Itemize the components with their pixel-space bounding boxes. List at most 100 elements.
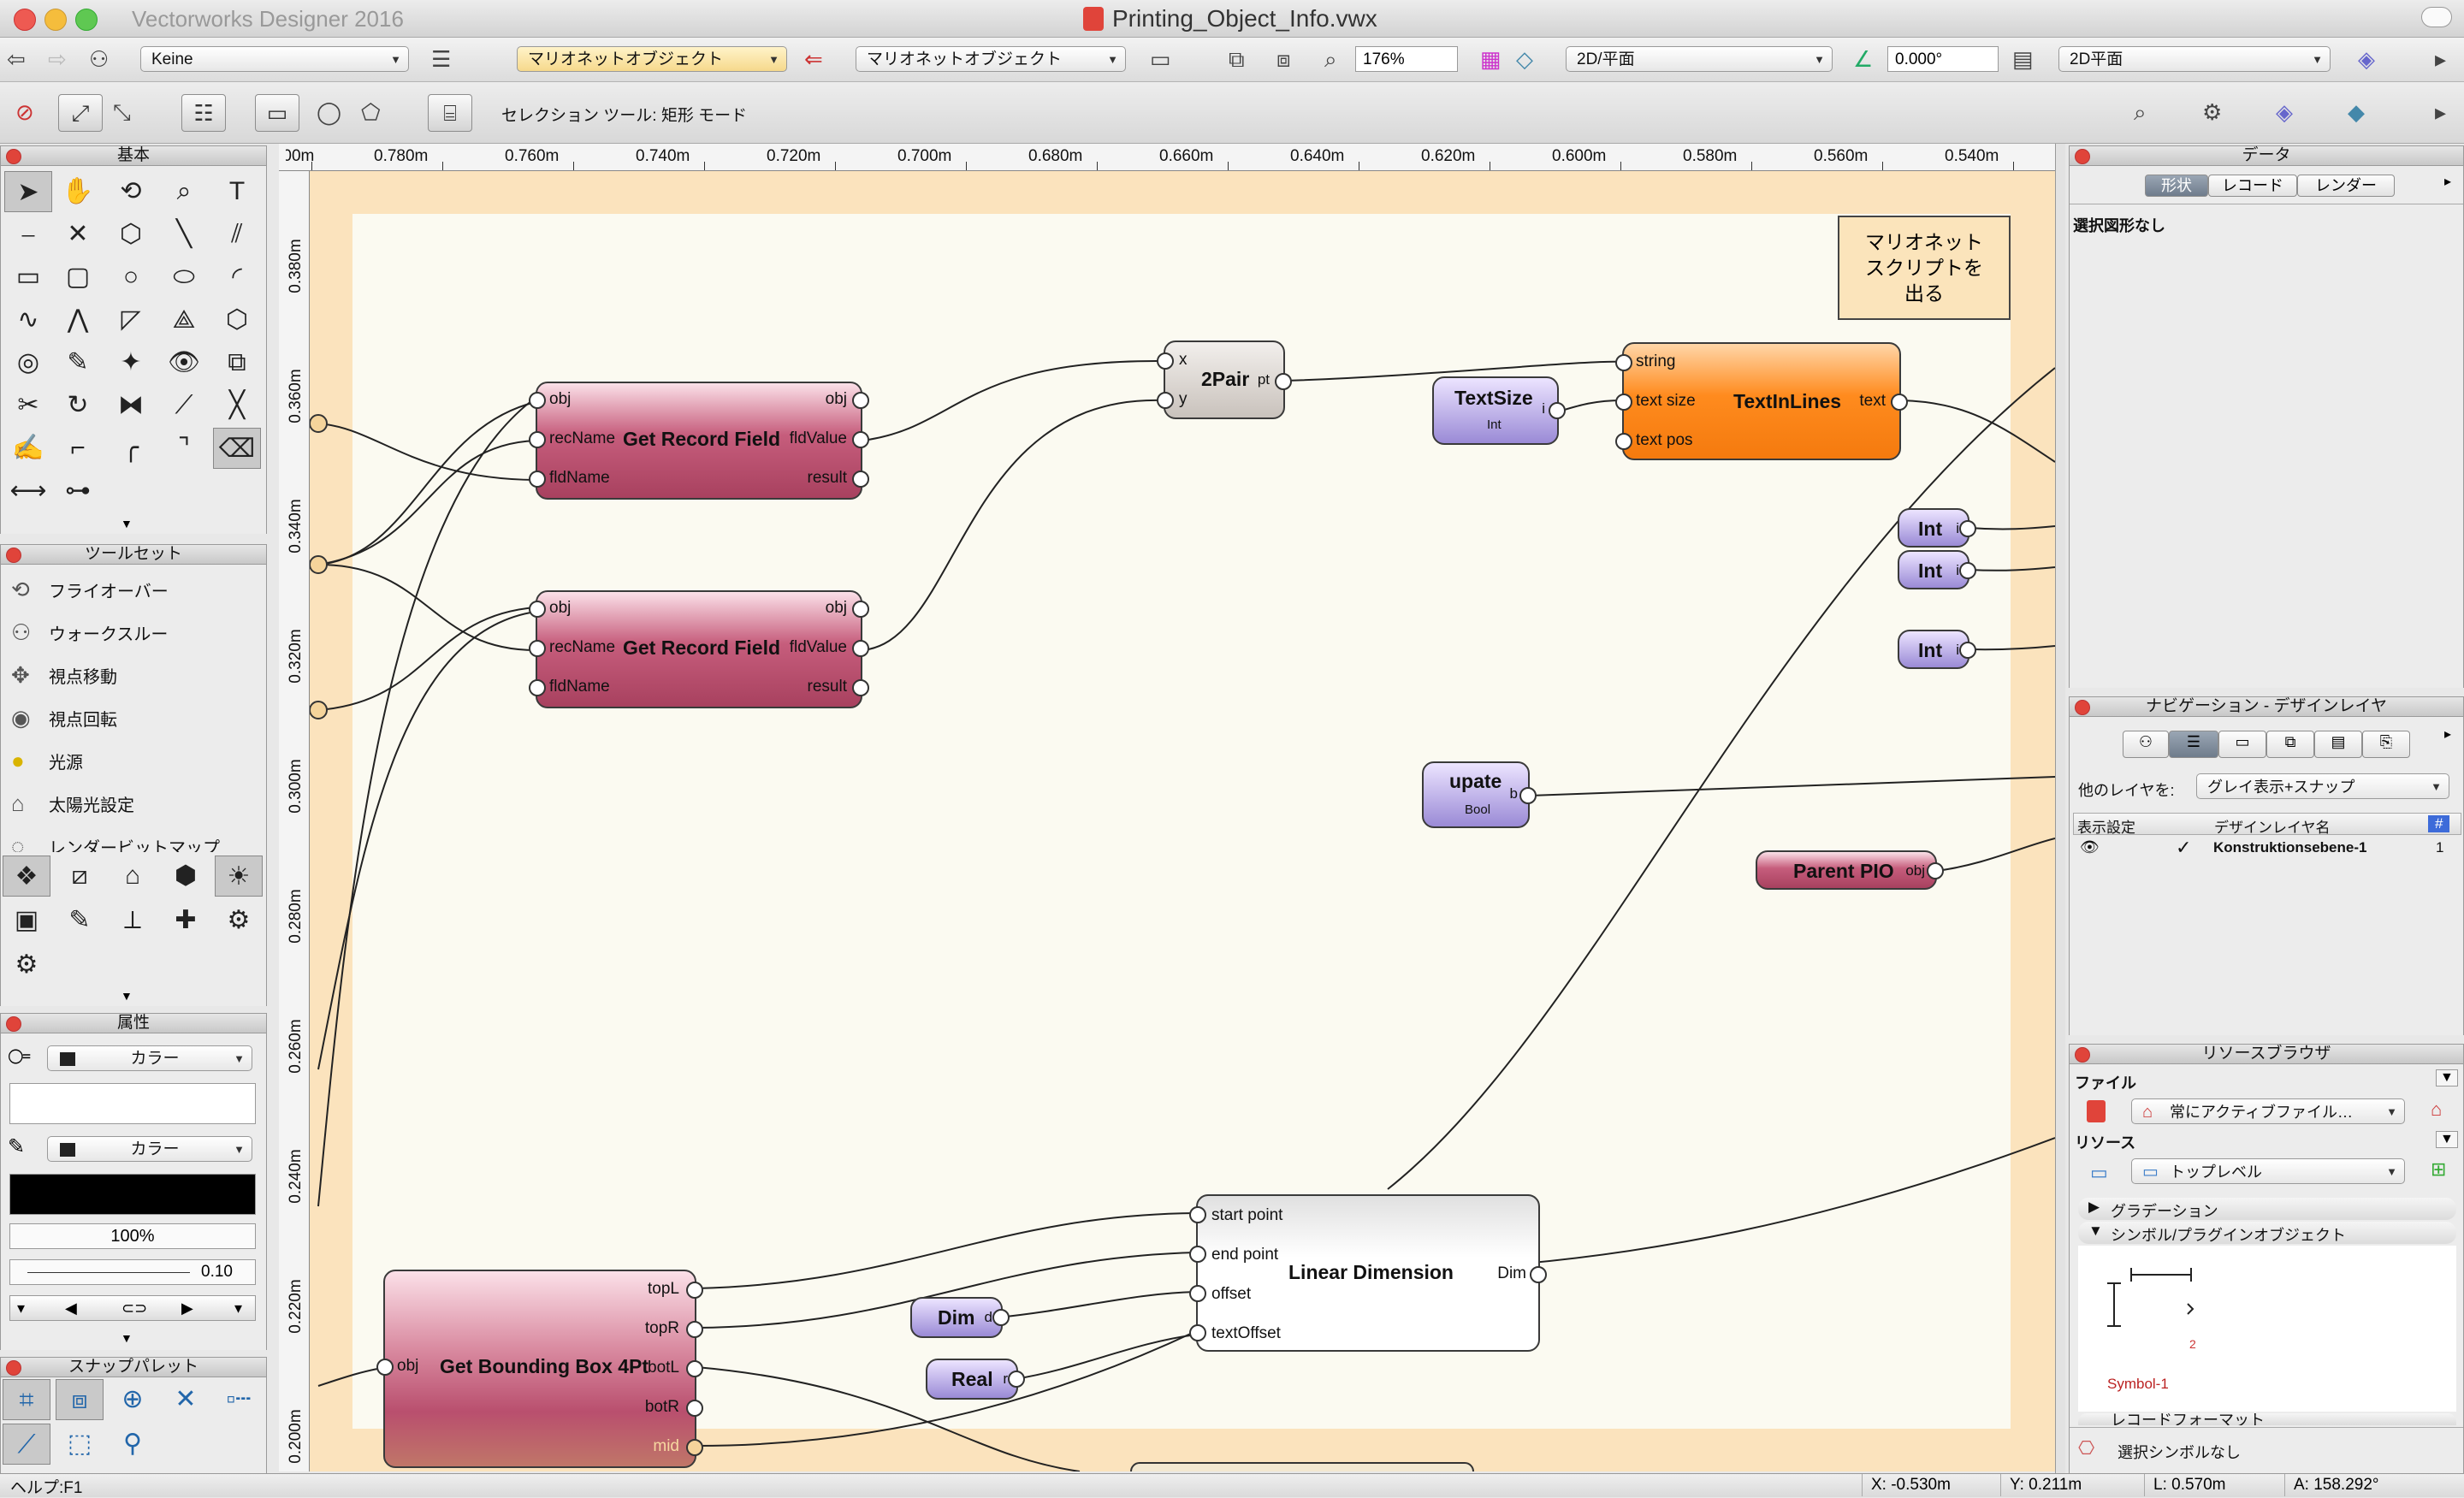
flyover-tool-icon[interactable]: ⟲ <box>120 177 142 205</box>
pen-color-preview[interactable] <box>9 1174 256 1215</box>
fill-color-preview[interactable] <box>9 1083 256 1124</box>
align-mode-button[interactable]: ☷ <box>181 94 226 132</box>
new-folder-icon[interactable]: ⊞ <box>2431 1158 2447 1180</box>
double-polygon-tool-icon[interactable]: ⟁ <box>172 305 196 334</box>
fullscreen-icon[interactable] <box>2421 7 2452 27</box>
forward-arrow-icon[interactable]: ⇨ <box>48 46 67 72</box>
real-node[interactable]: Real r <box>926 1359 1025 1400</box>
disclosure-down-icon[interactable]: ▼ <box>2088 1223 2103 1239</box>
toolset-item[interactable]: ●光源 <box>11 741 83 780</box>
snap-object-icon[interactable]: ⧈ <box>56 1379 104 1420</box>
gear-icon[interactable]: ⚙ <box>2202 99 2223 125</box>
arrowhead-controls[interactable]: ▾ ◀ ⊂⊃ ▶ ▾ <box>9 1295 256 1321</box>
upate-bool-node[interactable]: upate Bool b <box>1422 761 1537 828</box>
attribute-mapping-tool-icon[interactable]: ✦ <box>120 348 142 376</box>
fill-style-dropdown[interactable]: カラー <box>47 1045 252 1072</box>
class-dropdown[interactable]: Keine <box>140 46 409 73</box>
input-port[interactable] <box>1189 1206 1206 1223</box>
double-line-tool-icon[interactable]: ⫽ <box>231 220 243 248</box>
plane-icon[interactable]: ◇ <box>1516 46 1533 72</box>
angle-field[interactable]: 0.000° <box>1887 46 1999 72</box>
get-bounding-box-node[interactable]: obj Get Bounding Box 4Pt topL topR botL … <box>376 1270 703 1468</box>
parent-pio-node[interactable]: Parent PIO obj <box>1756 850 1944 890</box>
zoom-window-button[interactable] <box>75 9 98 31</box>
toolset-item[interactable]: ⟲フライオーバー <box>11 570 169 609</box>
folder-gradient-row[interactable]: ▶ グラデーション <box>2078 1198 2456 1220</box>
expand-palette-icon[interactable]: ▼ <box>121 517 133 530</box>
rectangle-tool-icon[interactable]: ▭ <box>15 263 41 291</box>
line-weight-control[interactable]: 0.10 <box>9 1259 256 1285</box>
angle-icon[interactable]: ∠ <box>1853 46 1874 72</box>
clip-tool-icon[interactable]: ⧉ <box>228 348 246 376</box>
snap-angle-icon[interactable]: ⊕ <box>121 1385 144 1413</box>
input-port[interactable] <box>529 679 546 696</box>
output-port[interactable] <box>1959 642 1976 659</box>
toolset-item[interactable]: ◉視点回転 <box>11 698 117 737</box>
data-palette-header[interactable]: データ <box>2069 145 2464 166</box>
attributes-palette-header[interactable]: 属性 <box>0 1013 267 1033</box>
close-icon[interactable] <box>6 548 21 563</box>
tab-classes-icon[interactable]: ⚇ <box>2123 731 2169 758</box>
trim-tool-icon[interactable]: ✂ <box>17 391 39 419</box>
toolset-item[interactable]: ◌レンダービットマップ <box>11 826 220 852</box>
linear-dimension-node[interactable]: start point end point offset textOffset … <box>1189 1194 1547 1352</box>
more-arrow-icon[interactable]: ▸ <box>2435 46 2447 72</box>
tab-design-layers-icon[interactable]: ☰ <box>2169 731 2218 758</box>
output-port[interactable] <box>852 601 869 618</box>
multi-select-icon[interactable]: ⤡ <box>113 99 131 125</box>
rounded-rectangle-tool-icon[interactable]: ▢ <box>65 263 91 291</box>
home-button-icon[interactable]: ⌂ <box>2431 1098 2443 1120</box>
input-port[interactable] <box>529 471 546 488</box>
oval-tool-icon[interactable]: ⬭ <box>173 263 195 291</box>
textsize-int-node[interactable]: TextSize Int i <box>1432 376 1566 445</box>
output-port[interactable] <box>852 431 869 448</box>
render-dropdown[interactable]: 2D平面 <box>2058 46 2331 73</box>
polygon-tool-icon[interactable]: ◸ <box>121 305 141 334</box>
cloud-icon[interactable]: ◆ <box>2348 99 2365 125</box>
input-port[interactable] <box>1189 1324 1206 1341</box>
output-port[interactable] <box>852 471 869 488</box>
nav-menu-icon[interactable]: ▸ <box>2444 727 2452 742</box>
output-port[interactable] <box>1530 1266 1547 1283</box>
close-icon[interactable] <box>2075 149 2090 164</box>
output-port[interactable] <box>686 1360 703 1377</box>
callout-tool-icon[interactable]: ⎯ <box>21 220 35 248</box>
file-menu-icon[interactable]: ▼ <box>2436 1069 2458 1086</box>
int-node[interactable]: Int i <box>1898 630 1976 669</box>
polygon-selection-icon[interactable]: ⬠ <box>361 99 381 125</box>
eyedropper-tool-icon[interactable]: ✎ <box>67 348 89 376</box>
zoom-field[interactable]: 176% <box>1355 46 1458 72</box>
table-row[interactable]: 👁 ✓ Konstruktionsebene-1 1 <box>2080 837 2444 858</box>
folder-record-format-row[interactable]: レコードフォーマット <box>2078 1413 2456 1425</box>
view-dropdown[interactable]: 2D/平面 <box>1566 46 1833 73</box>
get-record-field-node[interactable]: Get Record Field obj recName fldName obj… <box>529 590 869 708</box>
basic-palette-header[interactable]: 基本 <box>0 145 267 166</box>
locus-tool-icon[interactable]: ✕ <box>67 220 89 248</box>
vertical-scrollbar[interactable] <box>2055 144 2065 1473</box>
chamfer-tool-icon[interactable]: ⌝ <box>177 434 191 462</box>
output-port[interactable] <box>1008 1371 1025 1388</box>
back-arrow-icon[interactable]: ⇦ <box>7 46 26 72</box>
snap-point-icon[interactable]: ⬚ <box>67 1430 92 1458</box>
other-layers-dropdown[interactable]: グレイ表示+スナップ <box>2196 773 2449 800</box>
layer-dropdown[interactable]: マリオネットオブジェクト <box>517 46 787 73</box>
machine-set-icon[interactable]: ⟂ <box>123 906 141 934</box>
folder-symbols-row[interactable]: ▼ シンボル/プラグインオブジェクト <box>2078 1222 2456 1244</box>
exit-script-button[interactable]: マリオネット スクリプトを 出る <box>1838 216 2011 320</box>
input-port[interactable] <box>1189 1246 1206 1263</box>
output-port[interactable] <box>1275 373 1292 390</box>
close-icon[interactable] <box>6 149 21 164</box>
page-icon[interactable]: ▭ <box>1150 46 1171 72</box>
projection-icon[interactable]: ◈ <box>2358 46 2375 72</box>
no-snap-icon[interactable]: ⊘ <box>15 99 34 125</box>
gear-set-icon[interactable]: ⚙ <box>15 950 38 979</box>
rect-mode-button[interactable]: ⤢ <box>58 94 103 132</box>
drawing-canvas[interactable]: マリオネット スクリプトを 出る Get Record Field obj re… <box>310 171 2055 1471</box>
minimize-window-button[interactable] <box>44 9 67 31</box>
zoom-tool-icon[interactable]: ⌕ <box>176 177 192 205</box>
connect-tool-icon[interactable]: ╳ <box>228 391 246 419</box>
output-port[interactable] <box>686 1400 703 1417</box>
input-port[interactable] <box>376 1359 394 1376</box>
arrow-dropdown-icon[interactable]: ▾ <box>17 1300 26 1317</box>
circle-tool-icon[interactable]: ○ <box>122 263 139 291</box>
